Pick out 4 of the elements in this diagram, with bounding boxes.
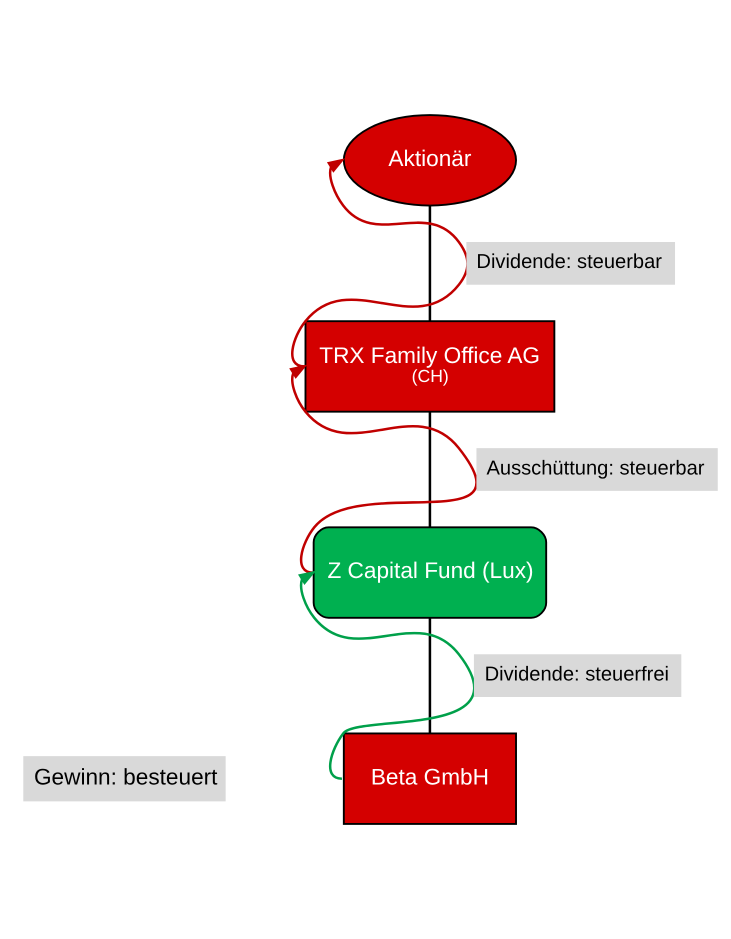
label: Gewinn: besteuert — [34, 764, 218, 790]
edge-label: Ausschüttung: steuerbar — [486, 457, 704, 480]
edge-label: Dividende: steuerfrei — [484, 663, 670, 686]
edge-label: Dividende: steuerbar — [476, 251, 662, 274]
